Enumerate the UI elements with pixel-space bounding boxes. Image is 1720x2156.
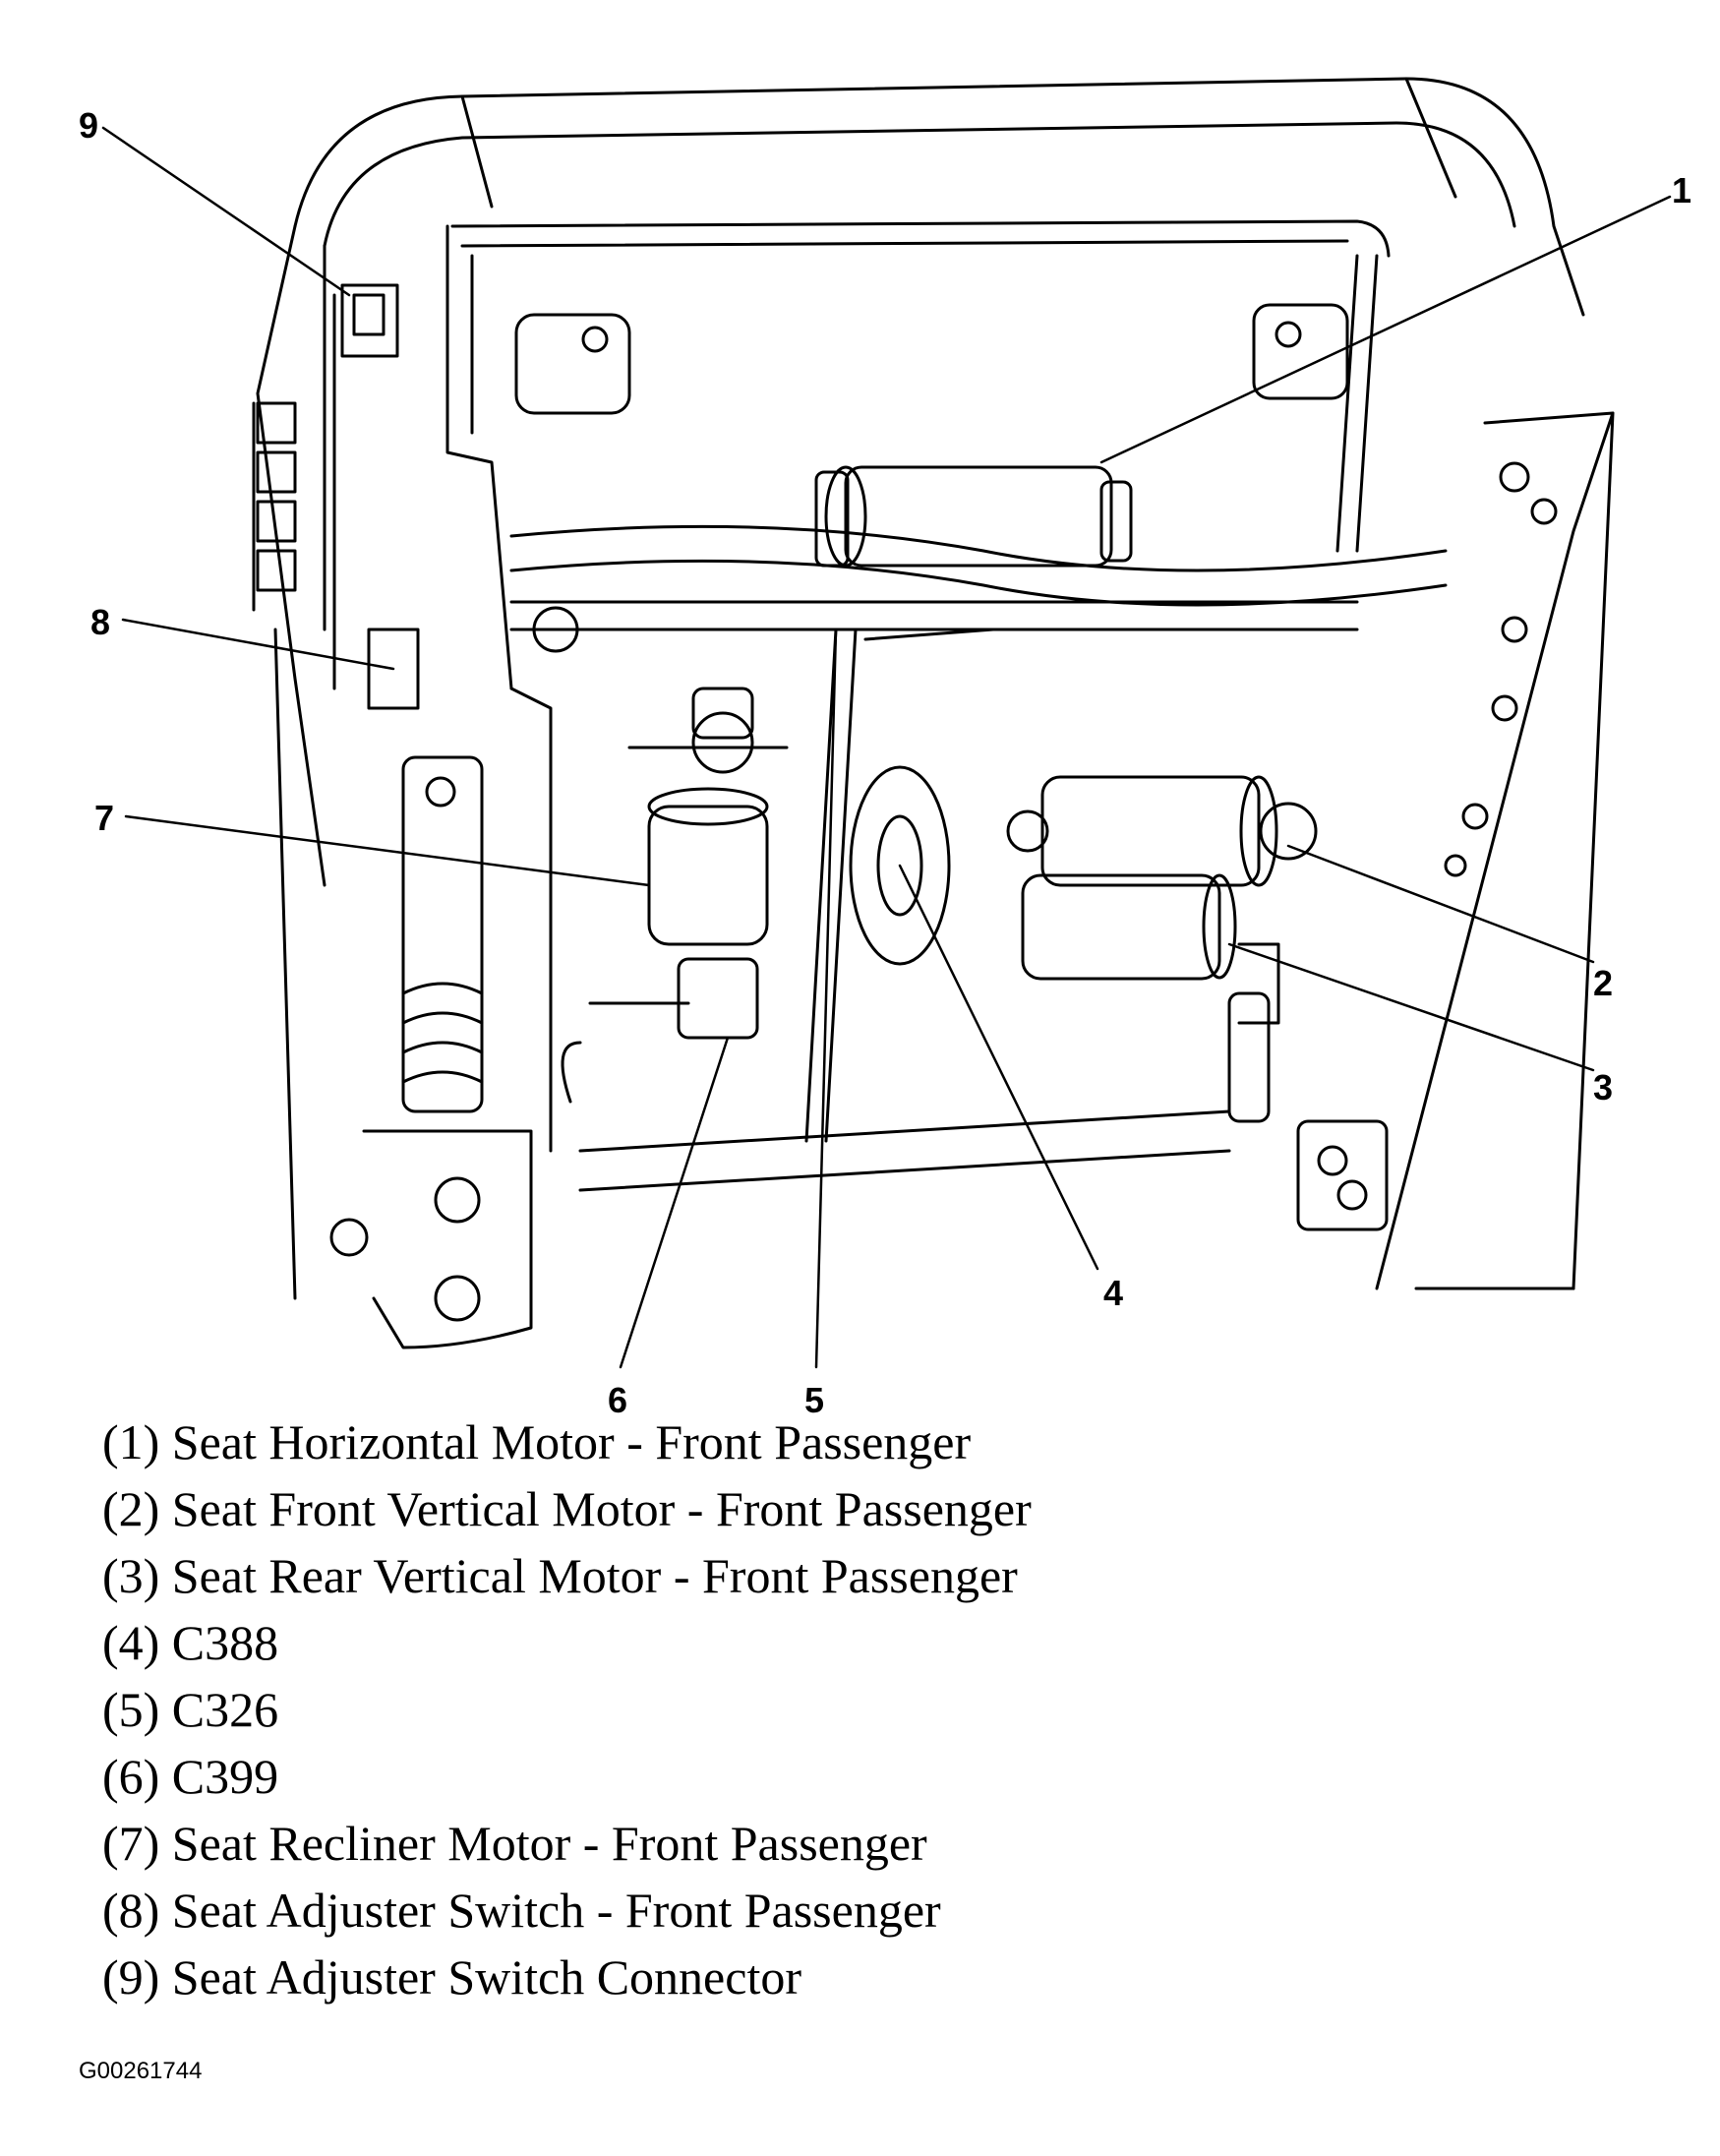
leader-2: [1286, 844, 1595, 964]
seat-back-frame: [256, 77, 1585, 1300]
switch-strip: [252, 283, 420, 710]
horizontal-motor: [814, 465, 1133, 568]
right-rail: [1296, 411, 1615, 1290]
leader-6: [619, 1036, 730, 1369]
upper-cross-tube: [509, 524, 1448, 653]
seat-frame-illustration: [101, 77, 1672, 1369]
callout-4: 4: [1103, 1273, 1124, 1313]
front-vertical-motor: [1006, 775, 1318, 887]
legend-list: (1) Seat Horizontal Motor - Front Passen…: [102, 1408, 1381, 2010]
legend-item-5: (5) C326: [102, 1682, 279, 1737]
callout-8: 8: [90, 602, 111, 642]
legend-item-6: (6) C399: [102, 1749, 279, 1804]
upper-bracket-right: [1252, 303, 1349, 400]
leader-1: [1099, 195, 1672, 464]
figure-id: G00261744: [79, 2058, 203, 2084]
legend-item-7: (7) Seat Recliner Motor - Front Passenge…: [102, 1816, 927, 1871]
leader-7: [124, 814, 651, 887]
legend-item-4: (4) C388: [102, 1615, 279, 1670]
callout-5: 5: [804, 1380, 825, 1420]
leader-5: [814, 628, 838, 1369]
leader-9: [101, 126, 351, 297]
upper-bracket-left: [514, 313, 631, 415]
callout-3: 3: [1593, 1067, 1614, 1108]
legend-item-2: (2) Seat Front Vertical Motor - Front Pa…: [102, 1481, 1032, 1536]
callout-7: 7: [94, 798, 115, 838]
leader-3: [1227, 942, 1595, 1072]
callout-9: 9: [79, 105, 99, 146]
callout-2: 2: [1593, 963, 1614, 1003]
rear-vertical-motor: [1021, 873, 1280, 1123]
center-wheel: [804, 628, 995, 1143]
callout-6: 6: [608, 1380, 628, 1420]
legend-item-8: (8) Seat Adjuster Switch - Front Passeng…: [102, 1883, 941, 1938]
legend-item-3: (3) Seat Rear Vertical Motor - Front Pas…: [102, 1548, 1018, 1603]
leader-4: [898, 864, 1099, 1271]
spring-assembly: [401, 687, 553, 1153]
lower-rail: [329, 1109, 1231, 1349]
leader-lines: [101, 126, 1672, 1369]
legend-item-9: (9) Seat Adjuster Switch Connector: [102, 1949, 801, 2005]
callout-1: 1: [1672, 170, 1692, 210]
leader-8: [121, 618, 395, 671]
legend-item-1: (1) Seat Horizontal Motor - Front Passen…: [102, 1414, 972, 1469]
recliner-motor: [561, 687, 789, 1104]
